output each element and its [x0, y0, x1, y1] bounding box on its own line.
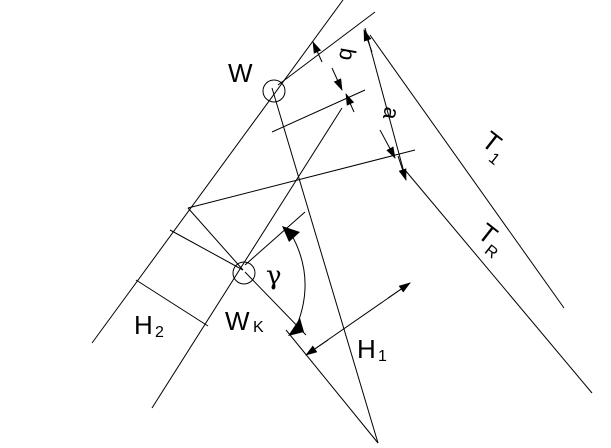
label-h2: H 2 [134, 310, 164, 341]
label-a: a [378, 105, 405, 122]
dim-b-arrow-bottom [331, 67, 343, 91]
label-tr: T R [472, 217, 503, 262]
gamma-arc [289, 231, 306, 333]
ext-line-a-lower [187, 149, 416, 209]
label-h1: H 1 [357, 334, 387, 365]
ext-line-top [277, 11, 376, 86]
joint-w-circle [262, 79, 286, 103]
dim-h1-arrow-bottom [305, 339, 329, 356]
connector-middle [169, 229, 244, 271]
label-b: b [334, 46, 361, 62]
connector-upper [187, 207, 244, 271]
outer-left-boundary-line [91, 0, 344, 344]
ext-line-a-upper [271, 89, 366, 133]
gamma-arc-arrow-top [282, 226, 300, 242]
h1-reference-line [285, 329, 379, 444]
joint-wk-circle [232, 261, 256, 285]
connector-lower [135, 279, 209, 327]
label-wk-main: W [225, 306, 250, 336]
t1-boundary-line [369, 34, 565, 309]
label-w: W [228, 58, 253, 88]
dim-a-arrow-top [345, 93, 355, 113]
label-wk-sub: K [253, 319, 264, 336]
label-h2-sub: 2 [155, 324, 164, 341]
axis-line-through-w [271, 87, 379, 444]
gamma-arc-arrow-bottom [288, 318, 304, 336]
dim-t1-long-line [364, 27, 406, 177]
label-h1-main: H [357, 334, 376, 364]
dimension-arrows [305, 27, 411, 356]
dim-a-arrow-bottom [379, 129, 396, 159]
extension-lines [187, 11, 416, 336]
cross-connectors [135, 207, 244, 327]
label-h1-sub: 1 [378, 348, 387, 365]
dim-t1-arrow-top [363, 29, 373, 53]
label-h2-main: H [134, 310, 153, 340]
diagonal-lines-left [91, 0, 344, 409]
label-gamma: γ [266, 261, 282, 291]
gamma-angle [282, 226, 306, 336]
dim-t1-arrow-bottom [397, 155, 407, 181]
inner-left-boundary-line [151, 107, 343, 409]
ext-line-gamma [244, 211, 306, 266]
dim-h1-arrow-top [387, 282, 411, 299]
label-wk: W K [225, 306, 264, 336]
label-t1: T 1 [476, 125, 507, 169]
diagonal-lines-right [271, 34, 593, 444]
tr-boundary-line [404, 169, 593, 394]
dim-b-arrow-top [312, 41, 323, 63]
